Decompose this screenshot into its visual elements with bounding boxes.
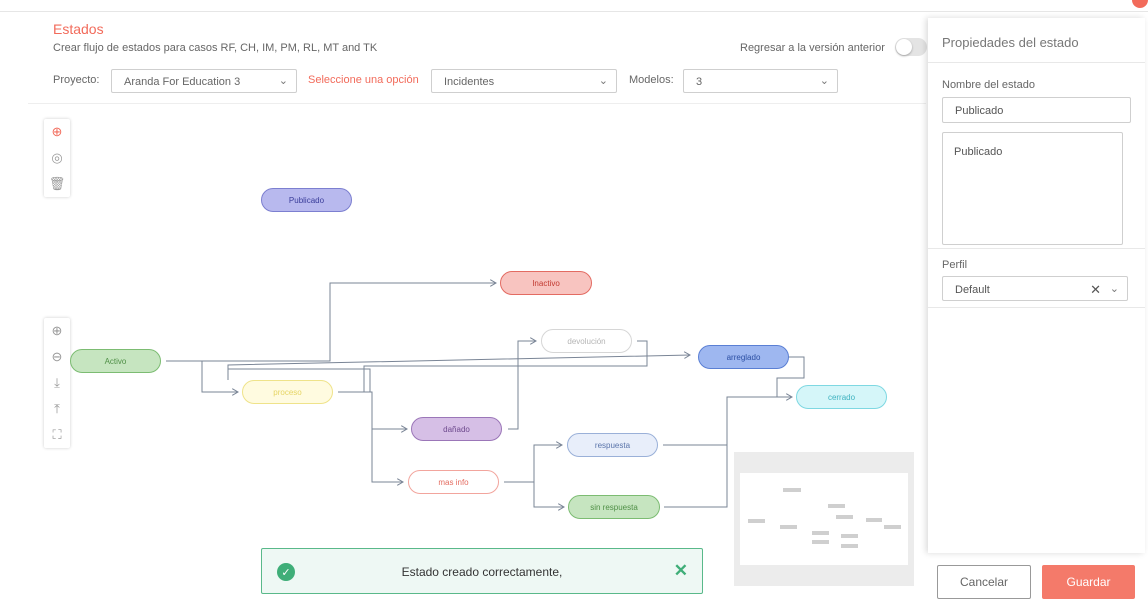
minimap-node: [836, 515, 853, 519]
header-divider: [28, 103, 926, 104]
edge-masinfo-sinrespuesta: [504, 481, 564, 507]
models-select-value: 3: [696, 76, 703, 88]
minimap-node: [780, 525, 797, 529]
minimap-node: [828, 504, 845, 508]
state-node-mas-info[interactable]: mas info: [408, 470, 499, 494]
success-toast: ✓ Estado creado correctamente, ✕: [261, 548, 703, 594]
state-node-label: cerrado: [827, 392, 856, 402]
edge-activo-inactivo: [166, 283, 496, 362]
panel-divider: [928, 248, 1145, 249]
state-node-label: devolución: [567, 336, 606, 346]
edge-proceso-masinfo: [338, 391, 403, 482]
minimap-viewport: [740, 473, 908, 565]
project-select[interactable]: Aranda For Education 3 ⌄: [111, 69, 297, 93]
state-node-label: sin respuesta: [590, 502, 638, 512]
panel-title: Propiedades del estado: [942, 35, 1079, 50]
state-node-label: Publicado: [288, 195, 325, 205]
state-description-value: Publicado: [954, 146, 1003, 158]
state-node-label: proceso: [273, 387, 302, 397]
export-icon[interactable]: ⤒: [54, 401, 60, 416]
minimap-node: [884, 525, 901, 529]
save-button[interactable]: Guardar: [1042, 565, 1135, 599]
state-name-value: Publicado: [955, 105, 1004, 117]
close-icon[interactable]: ✕: [673, 561, 688, 580]
clear-icon[interactable]: ✕: [1090, 282, 1101, 297]
user-avatar[interactable]: [1132, 0, 1148, 8]
case-type-select[interactable]: Incidentes ⌄: [431, 69, 617, 93]
state-node-activo[interactable]: Activo: [70, 349, 161, 373]
edge-respuesta-cerrado: [663, 397, 792, 446]
check-circle-icon: ✓: [277, 563, 295, 581]
state-node-devolucion[interactable]: devolución: [541, 329, 632, 353]
minimap-node: [748, 519, 765, 523]
edge-proceso-danado: [338, 391, 407, 429]
zoom-in-icon[interactable]: ⊕: [51, 323, 63, 338]
chevron-down-icon: ⌄: [278, 75, 288, 87]
toast-message: Estado creado correctamente,: [401, 565, 563, 579]
project-select-value: Aranda For Education 3: [124, 76, 241, 88]
chevron-down-icon: ⌄: [819, 75, 829, 87]
edge-activo-proceso: [166, 360, 238, 392]
toggle-knob: [896, 39, 912, 55]
minimap-node: [866, 518, 882, 522]
state-node-inactivo[interactable]: Inactivo: [500, 271, 592, 295]
add-state-icon[interactable]: ⊕: [51, 124, 63, 139]
state-node-cerrado[interactable]: cerrado: [796, 385, 887, 409]
profile-select[interactable]: Default ✕ ⌄: [942, 276, 1128, 301]
minimap-node: [812, 531, 829, 535]
option-label: Seleccione una opción: [308, 74, 419, 86]
edge-sinrespuesta-cerrado: [664, 397, 728, 508]
state-name-input[interactable]: Publicado: [942, 97, 1131, 123]
chevron-down-icon: ⌄: [598, 75, 608, 87]
state-node-label: arreglado: [726, 352, 761, 362]
minimap-node: [841, 534, 858, 538]
diagram-minimap[interactable]: [734, 452, 914, 586]
fit-screen-icon[interactable]: ⛶: [52, 427, 62, 442]
edge-danado-devolucion: [508, 341, 536, 430]
diagram-view-toolbar: ⊕ ⊖ ⤓ ⤒ ⛶: [44, 318, 70, 448]
profile-label: Perfil: [942, 259, 968, 271]
state-name-label: Nombre del estado: [942, 79, 1035, 91]
state-node-danado[interactable]: dañado: [411, 417, 502, 441]
toggle-label: Regresar a la versión anterior: [740, 42, 885, 54]
state-node-respuesta[interactable]: respuesta: [567, 433, 658, 457]
models-select[interactable]: 3 ⌄: [683, 69, 838, 93]
minimap-node: [841, 544, 858, 548]
profile-select-value: Default: [955, 284, 990, 296]
chevron-down-icon: ⌄: [1109, 283, 1119, 295]
top-divider: [0, 11, 1148, 12]
state-node-label: Inactivo: [532, 278, 560, 288]
state-node-label: Activo: [104, 356, 127, 366]
page-title: Estados: [53, 21, 104, 37]
legacy-version-toggle[interactable]: [895, 38, 927, 56]
state-description-textarea[interactable]: Publicado: [942, 132, 1123, 245]
panel-divider: [928, 307, 1145, 308]
diagram-edit-toolbar: ⊕ ◎ 🗑: [44, 119, 70, 197]
trash-icon[interactable]: 🗑: [48, 176, 66, 191]
import-icon[interactable]: ⤓: [54, 375, 60, 390]
state-node-sin-respuesta[interactable]: sin respuesta: [568, 495, 660, 519]
page-subtitle: Crear flujo de estados para casos RF, CH…: [53, 42, 378, 54]
minimap-node: [812, 540, 829, 544]
state-node-publicado[interactable]: Publicado: [261, 188, 352, 212]
state-node-proceso[interactable]: proceso: [242, 380, 333, 404]
state-node-label: mas info: [438, 477, 469, 487]
state-node-label: dañado: [443, 424, 470, 434]
panel-divider: [928, 62, 1145, 63]
palette-icon[interactable]: ◎: [51, 150, 63, 165]
minimap-node: [783, 488, 801, 492]
cancel-button[interactable]: Cancelar: [937, 565, 1031, 599]
models-label: Modelos:: [629, 74, 674, 86]
edge-masinfo-respuesta: [504, 445, 562, 483]
zoom-out-icon[interactable]: ⊖: [51, 349, 63, 364]
state-node-label: respuesta: [594, 440, 631, 450]
project-label: Proyecto:: [53, 74, 100, 86]
case-type-select-value: Incidentes: [444, 76, 495, 88]
state-properties-panel: Propiedades del estado Nombre del estado…: [928, 18, 1145, 553]
state-node-arreglado[interactable]: arreglado: [698, 345, 789, 369]
